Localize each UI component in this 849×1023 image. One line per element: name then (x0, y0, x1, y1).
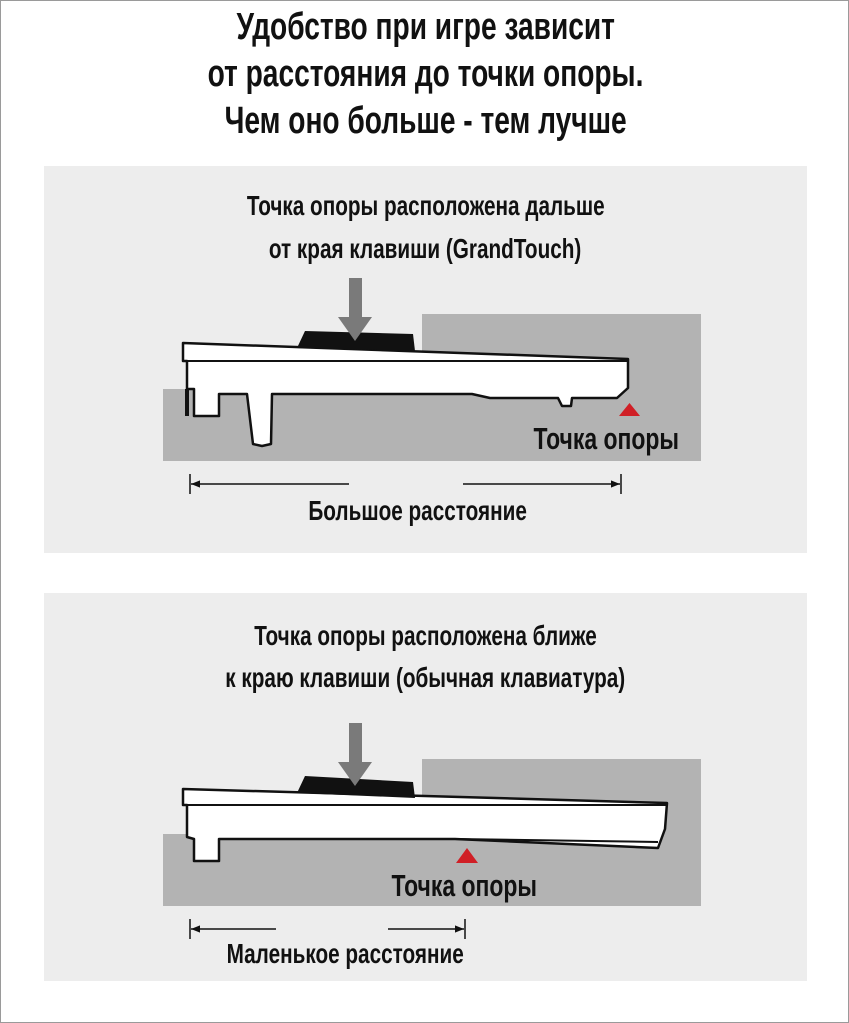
fulcrum-label: Точка опоры (391, 868, 537, 903)
distance-dimension-large (189, 474, 622, 494)
distance-label-large: Большое расстояние (308, 495, 528, 526)
key-grandtouch (181, 331, 630, 448)
title-line-3: Чем оно больше - тем лучше (224, 100, 627, 142)
panel-grandtouch-caption-line-2: от края клавиши (GrandTouch) (269, 233, 582, 264)
fulcrum-label: Точка опоры (533, 421, 679, 456)
press-arrow-icon (338, 723, 372, 786)
keycap-top (297, 776, 415, 798)
panel-grandtouch-caption-line-1: Точка опоры расположена дальше (246, 190, 605, 221)
fulcrum-marker-icon (619, 403, 640, 416)
press-arrow-icon (338, 278, 372, 341)
fulcrum-marker-icon (456, 848, 478, 863)
panel-regular-caption-line-2: к краю клавиши (обычная клавиатура) (225, 662, 626, 693)
distance-label-small: Маленькое расстояние (226, 938, 464, 969)
title-line-2: от расстояния до точки опоры. (207, 53, 644, 95)
panel-regular-caption-line-1: Точка опоры расположена ближе (254, 620, 597, 651)
keycap-top (297, 331, 415, 351)
title-line-1: Удобство при игре зависит (236, 6, 615, 48)
distance-dimension-small (189, 919, 466, 939)
key-regular (181, 776, 669, 863)
